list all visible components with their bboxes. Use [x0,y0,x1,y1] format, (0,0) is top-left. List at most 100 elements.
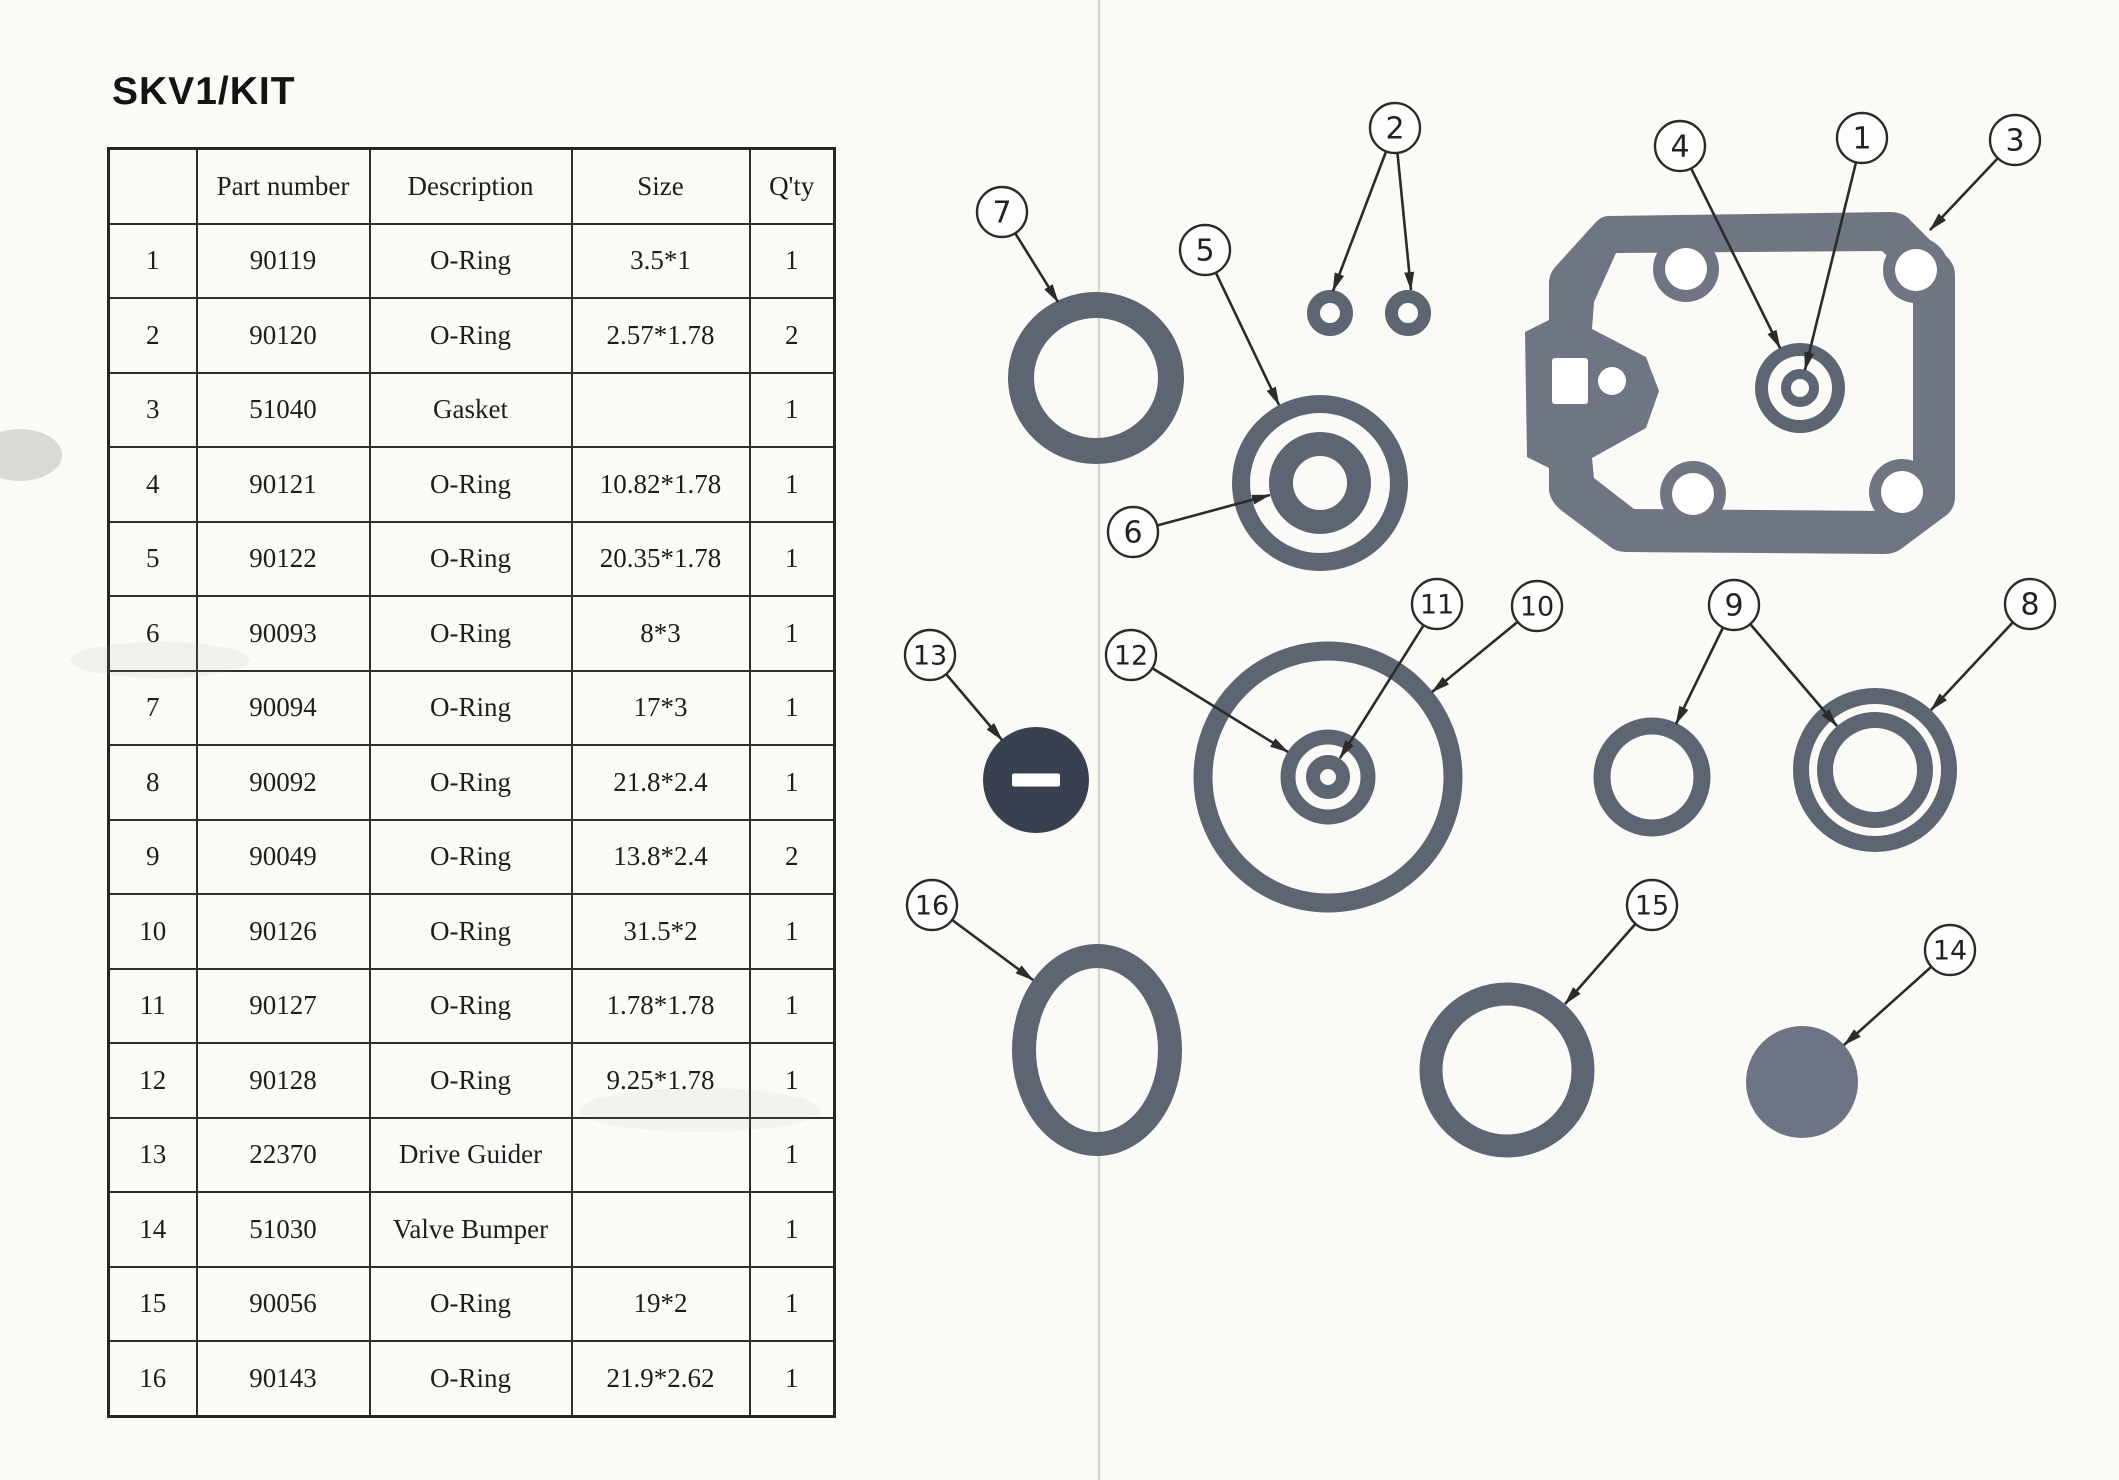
table-cell: 2 [748,818,836,895]
callout-4-leader [1678,145,1782,349]
callout-13-label: 13 [913,641,947,672]
table-cell: 31.5*2 [570,893,751,970]
callout-8 [2003,577,2057,631]
callout-11-leader [1338,603,1439,759]
o-ring-10 [1193,641,1463,913]
o-ring-1 [1781,369,1819,407]
table-cell: 14 [107,1191,198,1268]
gasket-square-hole [1552,358,1588,404]
table-cell: 4 [107,446,198,523]
col-header-part-number: Part number [195,147,371,225]
callout-11 [1410,577,1464,631]
o-ring-5 [1232,395,1408,571]
table-cell: 90127 [195,967,371,1044]
table-cell: O-Ring [368,669,573,746]
gasket-bolt-hole [1672,473,1714,515]
callout-2-leader [1331,127,1397,292]
table-cell [570,371,751,448]
table-cell: O-Ring [368,222,573,299]
callout-16 [905,878,959,932]
table-cell: O-Ring [368,967,573,1044]
table-cell: 21.8*2.4 [570,744,751,821]
table-cell: O-Ring [368,446,573,523]
table-cell: 5 [107,520,198,597]
table-cell: O-Ring [368,893,573,970]
o-ring-8 [1793,688,1957,852]
callout-7 [975,185,1029,239]
callout-2-leader [1393,127,1415,291]
callout-15 [1625,878,1679,932]
col-header-qty: Q'ty [748,147,836,225]
table-cell: 90120 [195,297,371,374]
callout-3-label: 3 [2005,124,2024,159]
callout-1-label: 1 [1852,122,1871,157]
callout-1 [1835,111,1889,165]
o-ring-9 [1593,717,1711,837]
scan-smudge [0,429,62,481]
callout-11-label: 11 [1420,590,1454,621]
table-cell: 9 [107,818,198,895]
table-cell: 3.5*1 [570,222,751,299]
o-ring-4 [1755,343,1845,433]
callout-12 [1104,628,1158,682]
table-cell: 1 [748,1191,836,1268]
table-cell: 8 [107,744,198,821]
table-cell: O-Ring [368,1265,573,1342]
o-ring-16 [1012,944,1182,1156]
table-cell: 90121 [195,446,371,523]
table-cell [570,1191,751,1268]
table-cell: 1 [107,222,198,299]
o-ring-15 [1419,982,1595,1158]
col-header-description: Description [368,147,573,225]
table-cell: 2 [748,297,836,374]
callout-9-leader [1733,604,1838,727]
table-cell: 8*3 [570,595,751,672]
table-cell: O-Ring [368,1042,573,1119]
table-cell: 90143 [195,1340,371,1417]
callout-1-leader [1803,137,1864,371]
callout-9 [1707,578,1761,632]
callout-6-label: 6 [1123,516,1142,551]
o-ring-12 [1280,729,1376,825]
table-cell: 1 [748,744,836,821]
callout-6 [1106,505,1160,559]
o-ring-9b [1817,712,1933,828]
o-ring-11 [1306,755,1350,799]
scan-smudge [70,642,250,678]
table-cell: 90126 [195,893,371,970]
table-cell: Gasket [368,371,573,448]
callout-13 [903,628,957,682]
o-ring-7 [1008,292,1184,464]
gasket-bolt-hole [1895,249,1937,291]
table-cell: 51040 [195,371,371,448]
callout-4-label: 4 [1670,130,1689,165]
table-cell: 7 [107,669,198,746]
callout-10 [1510,579,1564,633]
table-cell: 6 [107,595,198,672]
table-cell: 19*2 [570,1265,751,1342]
valve-bumper [1746,1026,1858,1138]
table-cell: 1 [748,371,836,448]
table-cell: 51030 [195,1191,371,1268]
col-header-size: Size [570,147,751,225]
table-cell: 90093 [195,595,371,672]
table-cell: 17*3 [570,669,751,746]
table-cell: 10.82*1.78 [570,446,751,523]
table-cell: 11 [107,967,198,1044]
table-cell: 22370 [195,1116,371,1193]
callout-12-label: 12 [1114,641,1148,672]
callout-3 [1988,113,2042,167]
table-cell: 1 [748,222,836,299]
